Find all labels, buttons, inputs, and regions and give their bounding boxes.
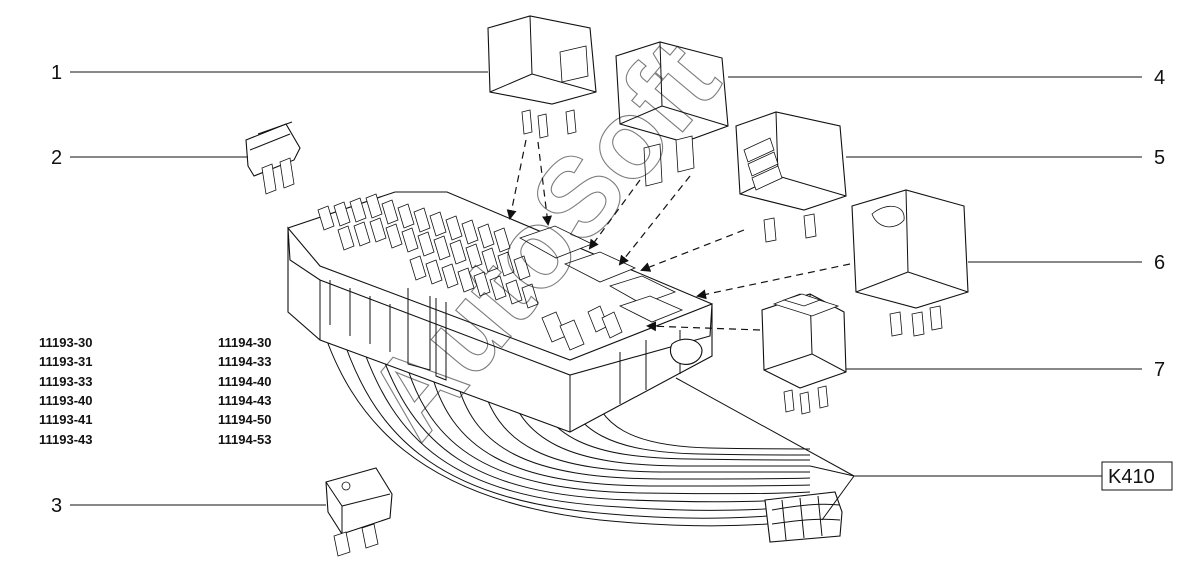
relay-sockets [519, 225, 703, 365]
relay-6 [851, 189, 969, 337]
relay-5 [735, 111, 847, 243]
code-right-5: 11194-50 [218, 412, 272, 427]
relay-1 [487, 15, 597, 139]
reference-box: K410 [1101, 461, 1173, 491]
fuse-relay-box [287, 191, 713, 433]
code-left-3: 11193-33 [39, 374, 93, 389]
callout-6: 6 [1154, 252, 1165, 274]
code-right-3: 11194-40 [218, 374, 272, 389]
relay-7 [761, 293, 847, 415]
fuse-array [317, 193, 539, 309]
relay-4 [615, 41, 729, 187]
code-right-4: 11194-43 [218, 393, 272, 408]
callout-labels: 1 2 3 4 5 6 7 [51, 62, 1165, 517]
code-left-6: 11193-43 [39, 432, 93, 447]
callout-7: 7 [1154, 359, 1165, 381]
code-right-1: 11194-30 [218, 335, 272, 350]
assembly-arrows [506, 139, 851, 332]
callout-4: 4 [1154, 67, 1165, 89]
applicability-codes: 11193-30 11193-31 11193-33 11193-40 1119… [39, 335, 272, 447]
code-left-4: 11193-40 [39, 393, 93, 408]
code-right-6: 11194-53 [218, 432, 272, 447]
callout-1: 1 [51, 62, 62, 84]
callout-5: 5 [1154, 147, 1165, 169]
callout-lines [70, 71, 1142, 521]
maxi-fuse-3 [325, 467, 393, 557]
callout-2: 2 [51, 147, 62, 169]
code-left-1: 11193-30 [39, 335, 93, 350]
blade-fuse-2 [245, 121, 301, 195]
code-left-2: 11193-31 [39, 354, 93, 369]
code-right-2: 11194-33 [218, 354, 272, 369]
callout-3: 3 [51, 495, 62, 517]
reference-label: K410 [1108, 466, 1155, 488]
code-left-5: 11193-41 [39, 412, 93, 427]
